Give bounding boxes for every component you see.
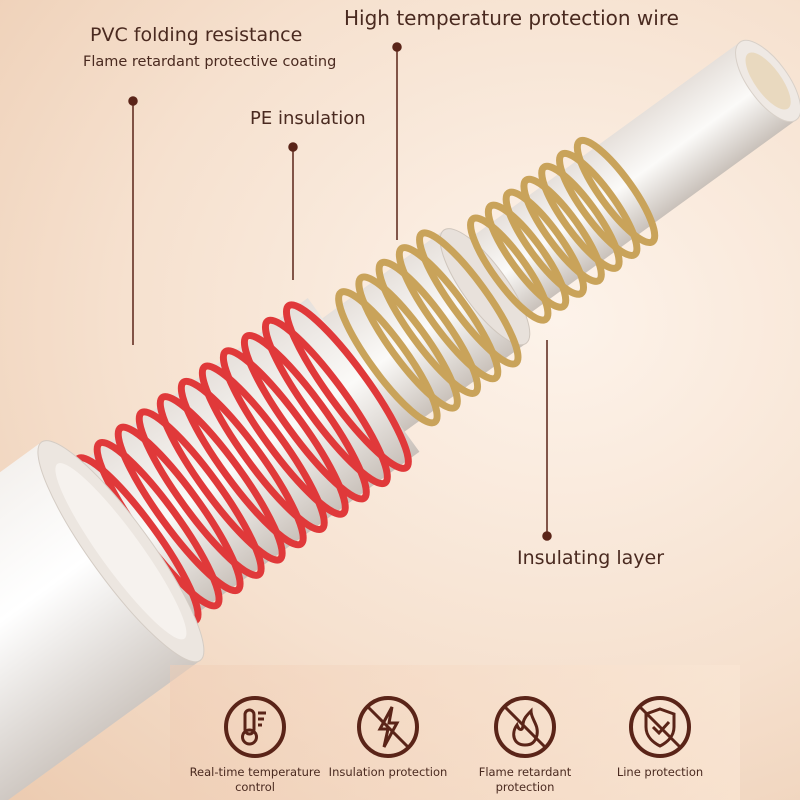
pe-label: PE insulation xyxy=(250,108,366,129)
feature-label: Insulation protection xyxy=(328,765,448,779)
feature-line: Line protection xyxy=(590,695,730,780)
feature-label: Real-time temperature control xyxy=(189,765,321,794)
insulating-label: Insulating layer xyxy=(517,547,665,569)
wire-label: High temperature protection wire xyxy=(344,6,679,30)
thermometer-icon xyxy=(224,696,286,758)
features-panel xyxy=(170,665,740,800)
shield-check-icon xyxy=(629,696,691,758)
outer-jacket-inner xyxy=(55,463,187,640)
no-flame-icon xyxy=(494,696,556,758)
callout-lines xyxy=(128,42,552,541)
gold-coils xyxy=(335,136,659,427)
feature-temperature: Real-time temperature control xyxy=(185,695,325,795)
feature-flame: Flame retardant protection xyxy=(455,695,595,795)
feature-label: Line protection xyxy=(616,765,704,779)
feature-label: Flame retardant protection xyxy=(478,765,572,794)
no-lightning-icon xyxy=(357,696,419,758)
feature-insulation: Insulation protection xyxy=(318,695,458,780)
inner-core-tube xyxy=(416,42,797,355)
inner-core-opening xyxy=(745,52,791,110)
pvc-label: PVC folding resistance xyxy=(90,24,303,46)
pvc-sublabel: Flame retardant protective coating xyxy=(83,54,337,70)
